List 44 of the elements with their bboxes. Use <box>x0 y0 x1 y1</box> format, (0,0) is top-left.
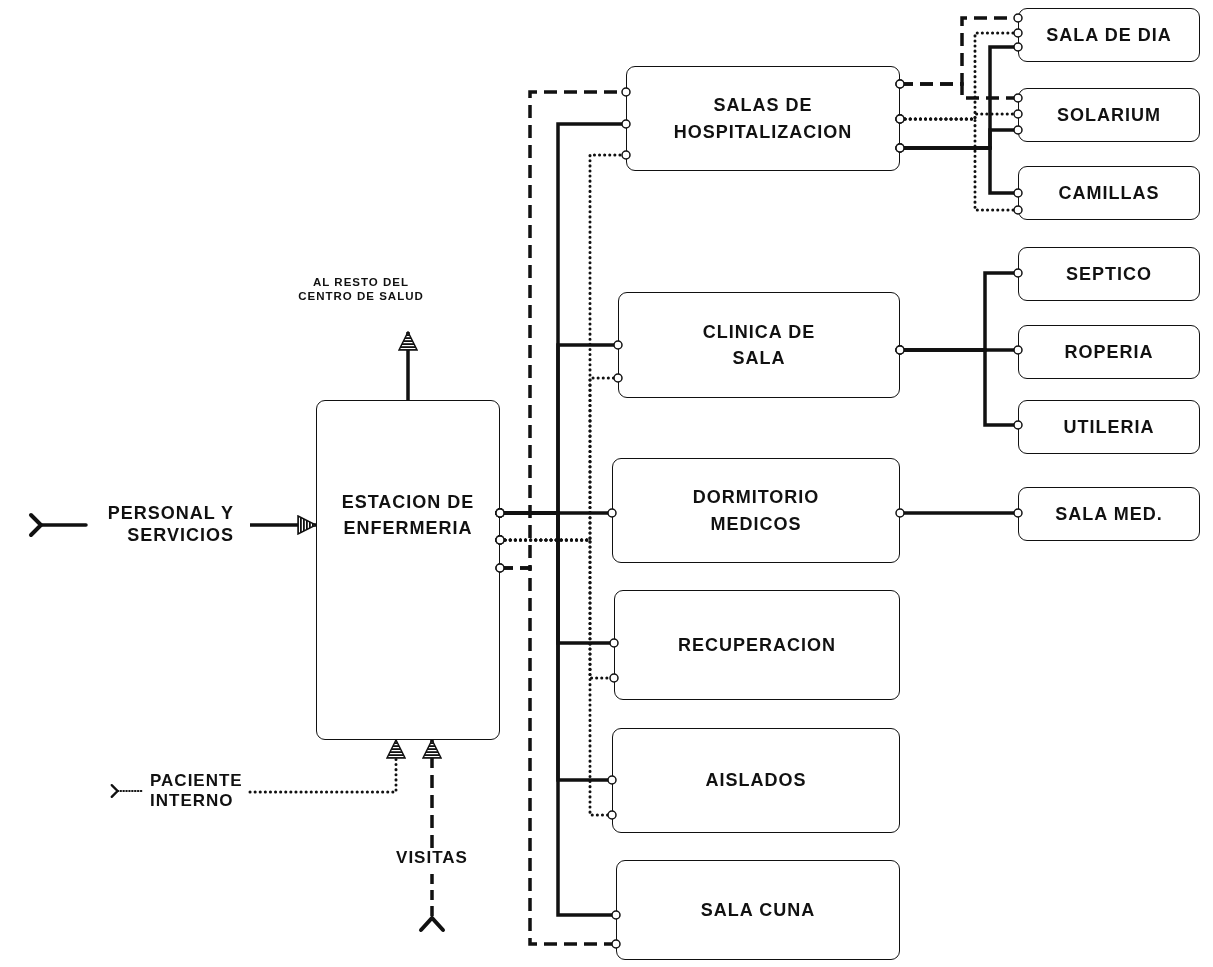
room-box <box>1018 400 1200 454</box>
arrow <box>248 738 406 794</box>
arrow <box>250 515 317 535</box>
room-box <box>1018 247 1200 301</box>
room-box <box>612 458 900 563</box>
entry-label: PACIENTE INTERNO <box>150 770 244 812</box>
room-name: ESTACION DE ENFERMERIA <box>340 491 476 541</box>
room-box <box>1018 88 1200 142</box>
connector-line <box>495 535 617 820</box>
connector-line <box>495 563 621 949</box>
connector-line <box>895 508 1023 518</box>
destination-label: AL RESTO DEL CENTRO DE SALUD <box>297 276 425 304</box>
room-name: SALA CUNA <box>700 898 816 922</box>
room-name: ROPERIA <box>1064 340 1154 364</box>
room-name: DORMITORIO MEDICOS <box>691 486 821 536</box>
connector-line <box>895 114 1023 215</box>
entry-label: VISITAS <box>396 848 468 869</box>
room-name: SOLARIUM <box>1057 103 1161 127</box>
room-box <box>1018 8 1200 62</box>
room-name: SEPTICO <box>1066 262 1152 286</box>
station-box <box>316 400 500 740</box>
room-box <box>614 590 900 700</box>
room-box <box>618 292 900 398</box>
room-box <box>1018 487 1200 541</box>
room-name: CLINICA DE SALA <box>701 320 817 370</box>
room-name: SALA DE DIA <box>1046 23 1172 47</box>
room-name: AISLADOS <box>705 769 807 793</box>
entry-label: PERSONAL Y SERVICIOS <box>106 503 234 547</box>
connector-line <box>895 345 1023 430</box>
connector-line <box>895 143 1023 198</box>
room-box <box>612 728 900 833</box>
room-box <box>1018 166 1200 220</box>
room-name: SALAS DE HOSPITALIZACION <box>672 94 854 144</box>
connector-line <box>495 508 621 920</box>
room-box <box>616 860 900 960</box>
room-box <box>626 66 900 171</box>
room-name: CAMILLAS <box>1058 181 1160 205</box>
arrow <box>398 331 418 400</box>
room-name: RECUPERACION <box>678 633 836 657</box>
room-name: SALA MED. <box>1055 502 1163 526</box>
room-name: UTILERIA <box>1063 415 1155 439</box>
room-box <box>1018 325 1200 379</box>
arrow <box>422 739 442 848</box>
connector-line <box>895 79 1023 103</box>
